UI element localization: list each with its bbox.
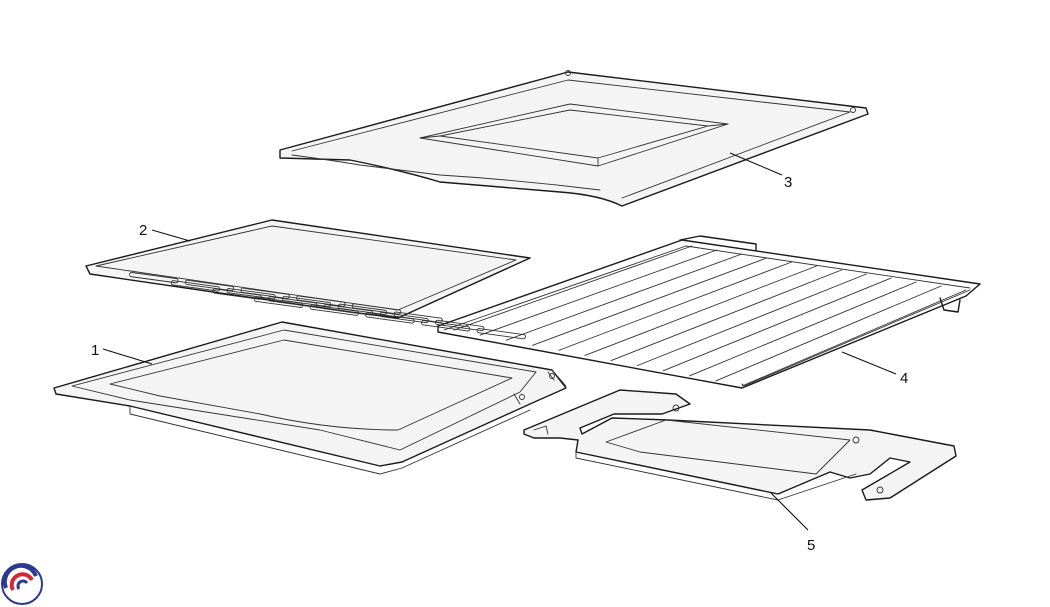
leader-line-5 bbox=[769, 491, 809, 531]
part-5-support-bracket bbox=[523, 389, 957, 501]
leader-line-1 bbox=[102, 348, 153, 365]
leader-line-4 bbox=[841, 351, 897, 375]
brand-logo-icon bbox=[1, 563, 43, 605]
callout-3: 3 bbox=[784, 174, 792, 191]
callout-5: 5 bbox=[807, 537, 815, 554]
leader-line-3 bbox=[729, 152, 783, 176]
part-2-perforated-tray bbox=[85, 219, 531, 340]
callout-2: 2 bbox=[139, 222, 147, 239]
part-3-baking-sheet bbox=[279, 70, 869, 207]
part-1-roasting-pan bbox=[53, 321, 567, 475]
part-4-wire-rack bbox=[437, 235, 981, 389]
callout-4: 4 bbox=[900, 370, 908, 387]
leader-line-2 bbox=[151, 229, 191, 242]
callout-1: 1 bbox=[91, 342, 99, 359]
